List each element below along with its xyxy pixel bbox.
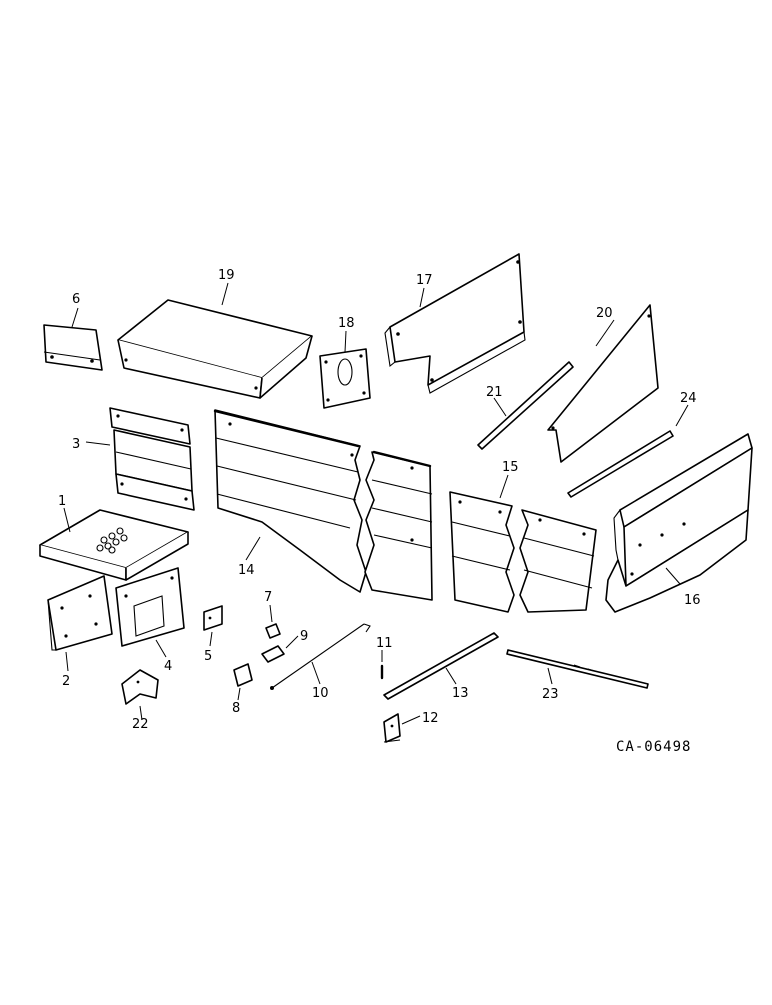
part-7-clip — [265, 604, 281, 639]
callout-22: 22 — [132, 717, 149, 732]
callout-19: 19 — [218, 268, 235, 283]
part-20-panel — [547, 304, 659, 463]
part-18-plate — [319, 330, 371, 409]
part-16-end-panel — [605, 433, 753, 613]
drawing-reference: CA-06498 — [616, 739, 691, 755]
callout-16: 16 — [684, 593, 701, 608]
part-12-bracket — [383, 713, 421, 743]
part-3-panel — [85, 407, 195, 511]
part-23-bar — [506, 649, 649, 689]
part-15-side-panel — [449, 474, 597, 613]
part-17-panel — [384, 253, 526, 394]
part-22-bracket — [121, 669, 159, 721]
callout-18: 18 — [338, 316, 355, 331]
part-21-strip — [477, 361, 574, 450]
part-6-plate — [43, 307, 103, 371]
callout-5: 5 — [204, 649, 212, 664]
callout-12: 12 — [422, 711, 439, 726]
callout-4: 4 — [164, 659, 172, 674]
part-5-clip — [203, 605, 223, 647]
callout-17: 17 — [416, 273, 433, 288]
callout-6: 6 — [72, 292, 80, 307]
callout-2: 2 — [62, 674, 70, 689]
callout-3: 3 — [72, 437, 80, 452]
callout-labels: 1 2 3 4 5 6 7 8 9 10 11 12 13 14 15 16 1… — [58, 268, 701, 732]
part-4-bracket — [115, 567, 185, 658]
part-14-side-panel — [213, 409, 433, 601]
part-1-hardware — [96, 527, 128, 554]
part-1-shelf — [39, 507, 189, 581]
callout-1: 1 — [58, 494, 66, 509]
callout-7: 7 — [264, 590, 272, 605]
callout-15: 15 — [502, 460, 519, 475]
part-19-cover — [117, 282, 313, 399]
part-2-bracket — [47, 575, 113, 672]
callout-13: 13 — [452, 686, 469, 701]
part-10-rod — [270, 623, 371, 690]
callout-10: 10 — [312, 686, 329, 701]
part-24-strip — [567, 404, 689, 498]
callout-20: 20 — [596, 306, 613, 321]
callout-11: 11 — [376, 636, 393, 651]
callout-9: 9 — [300, 629, 308, 644]
callout-23: 23 — [542, 687, 559, 702]
callout-8: 8 — [232, 701, 240, 716]
callout-21: 21 — [486, 385, 503, 400]
callout-14: 14 — [238, 563, 255, 578]
part-8-clip — [233, 663, 253, 701]
part-13-bar — [383, 632, 499, 700]
callout-24: 24 — [680, 391, 697, 406]
part-9-clip — [261, 635, 299, 663]
